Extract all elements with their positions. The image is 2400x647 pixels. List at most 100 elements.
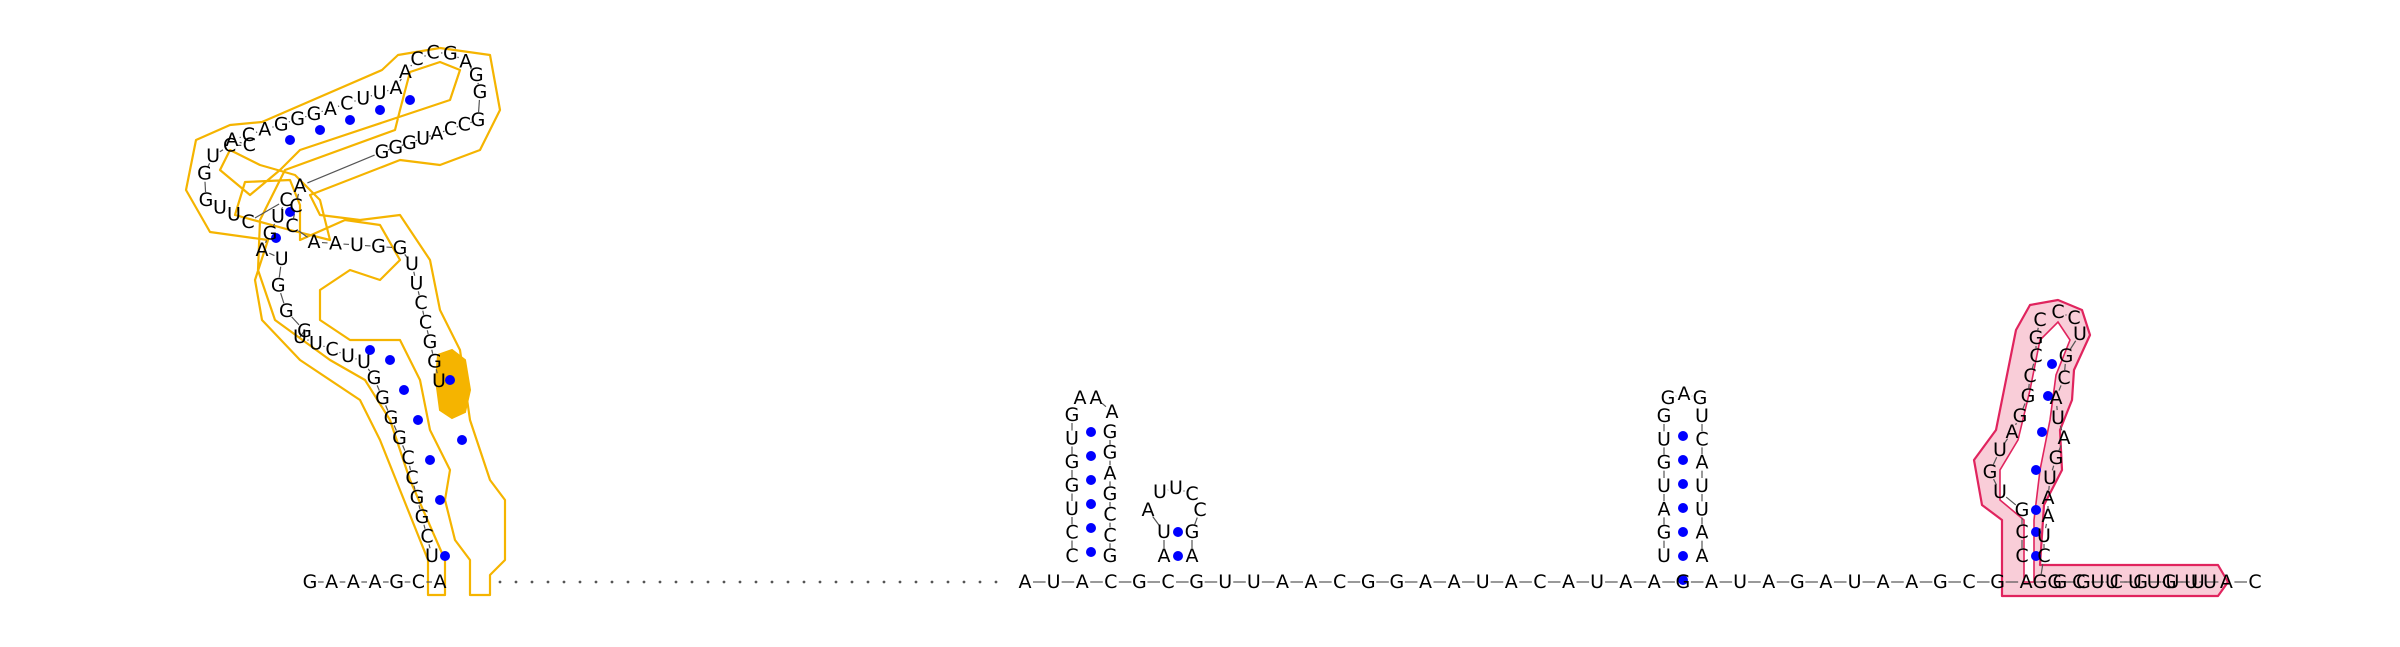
nucleotide-U: U	[2091, 571, 2105, 593]
nucleotide-G: G	[2049, 447, 2064, 469]
nucleotide-G: G	[392, 427, 407, 449]
nucleotide-U: U	[1695, 405, 1709, 427]
nucleotide-G: G	[371, 236, 386, 258]
nucleotide-A: A	[1696, 545, 1709, 567]
nucleotide-U: U	[373, 82, 387, 104]
nucleotide-A: A	[1619, 571, 1632, 593]
nucleotide-A: A	[1648, 571, 1661, 593]
base-pair-dot	[1678, 431, 1688, 441]
nucleotide-A: A	[1696, 452, 1709, 474]
nucleotide-U: U	[2147, 571, 2161, 593]
nucleotide-C: C	[2023, 365, 2036, 387]
nucleotide-U: U	[416, 127, 430, 149]
base-pair-dot	[1086, 451, 1096, 461]
nucleotide-U: U	[350, 234, 364, 256]
nucleotide-U: U	[213, 196, 227, 218]
nucleotide-G: G	[473, 81, 488, 103]
nucleotide-A: A	[1696, 522, 1709, 544]
nucleotide-G: G	[297, 320, 312, 342]
base-pair-dot	[1678, 479, 1688, 489]
nucleotide-C: C	[242, 124, 255, 146]
nucleotide-G: G	[1657, 522, 1672, 544]
nucleotide-A: A	[347, 571, 360, 593]
nucleotide-U: U	[1993, 481, 2007, 503]
nucleotide-U: U	[1590, 571, 1604, 593]
unpaired-linker-dot	[707, 581, 710, 584]
nucleotide-U: U	[206, 145, 220, 167]
nucleotide-G: G	[1983, 461, 1998, 483]
base-pair-dot	[1678, 455, 1688, 465]
nucleotide-A: A	[1705, 571, 1718, 593]
nucleotide-A: A	[1819, 571, 1832, 593]
nucleotide-G: G	[279, 300, 294, 322]
base-pair-dot	[285, 135, 295, 145]
base-pair-dot	[345, 115, 355, 125]
nucleotide-A: A	[1905, 571, 1918, 593]
unpaired-linker-dot	[499, 581, 502, 584]
unpaired-linker-dot	[915, 581, 918, 584]
nucleotide-A: A	[434, 571, 447, 593]
base-pair-dot	[2031, 465, 2041, 475]
nucleotide-A: A	[1158, 545, 1171, 567]
nucleotide-G: G	[1103, 442, 1118, 464]
nucleotide-A: A	[1305, 571, 1318, 593]
nucleotide-C: C	[241, 211, 254, 233]
nucleotide-G: G	[375, 387, 390, 409]
nucleotide-U: U	[1157, 521, 1171, 543]
nucleotide-A: A	[324, 98, 337, 120]
nucleotide-C: C	[325, 339, 338, 361]
nucleotide-G: G	[274, 113, 289, 135]
nucleotide-G: G	[1933, 571, 1948, 593]
nucleotide-U: U	[341, 345, 355, 367]
nucleotide-C: C	[1065, 545, 1078, 567]
nucleotide-C: C	[458, 114, 471, 136]
nucleotide-G: G	[1065, 451, 1080, 473]
nucleotide-U: U	[2051, 407, 2065, 429]
base-pair-dot	[1678, 551, 1688, 561]
base-pair-dot	[2037, 427, 2047, 437]
unpaired-linker-dot	[547, 581, 550, 584]
nucleotide-U: U	[2073, 323, 2087, 345]
nucleotide-C: C	[2072, 571, 2085, 593]
nucleotide-U: U	[1065, 498, 1079, 520]
nucleotide-U: U	[1657, 475, 1671, 497]
nucleotide-G: G	[1103, 483, 1118, 505]
base-pair-dot	[1678, 527, 1688, 537]
nucleotide-C: C	[444, 118, 457, 140]
nucleotide-U: U	[1218, 571, 1232, 593]
nucleotide-G: G	[388, 136, 403, 158]
base-pair-dots	[271, 95, 2057, 585]
nucleotide-U: U	[275, 248, 289, 270]
nucleotide-G: G	[2033, 571, 2048, 593]
base-pair-dot	[1086, 523, 1096, 533]
base-pair-dot	[399, 385, 409, 395]
nucleotide-C: C	[420, 526, 433, 548]
nucleotide-G: G	[389, 571, 404, 593]
nucleotide-U: U	[227, 204, 241, 226]
base-pair-dot	[1678, 503, 1688, 513]
nucleotide-G: G	[1189, 571, 1204, 593]
unpaired-linker-dot	[563, 581, 566, 584]
unpaired-linker-dot	[947, 581, 950, 584]
nucleotide-A: A	[1448, 571, 1461, 593]
base-pair-dot	[2047, 359, 2057, 369]
nucleotide-G: G	[1065, 475, 1080, 497]
base-pair-dot	[435, 495, 445, 505]
nucleotide-C: C	[401, 447, 414, 469]
nucleotide-G: G	[1103, 545, 1118, 567]
nucleotide-G: G	[375, 141, 390, 163]
nucleotide-C: C	[2057, 367, 2070, 389]
nucleotide-U: U	[1153, 481, 1167, 503]
nucleotide-A: A	[2042, 505, 2055, 527]
nucleotide-U: U	[1657, 428, 1671, 450]
nucleotide-C: C	[1695, 428, 1708, 450]
nucleotide-U: U	[1476, 571, 1490, 593]
backbone-lines	[205, 53, 2247, 583]
unpaired-linker-dot	[595, 581, 598, 584]
nucleotide-U: U	[1695, 475, 1709, 497]
nucleotide-G: G	[1103, 421, 1118, 443]
base-pair-dot	[1086, 427, 1096, 437]
nucleotide-G: G	[1389, 571, 1404, 593]
nucleotide-U: U	[2166, 571, 2180, 593]
nucleotide-U: U	[425, 545, 439, 567]
